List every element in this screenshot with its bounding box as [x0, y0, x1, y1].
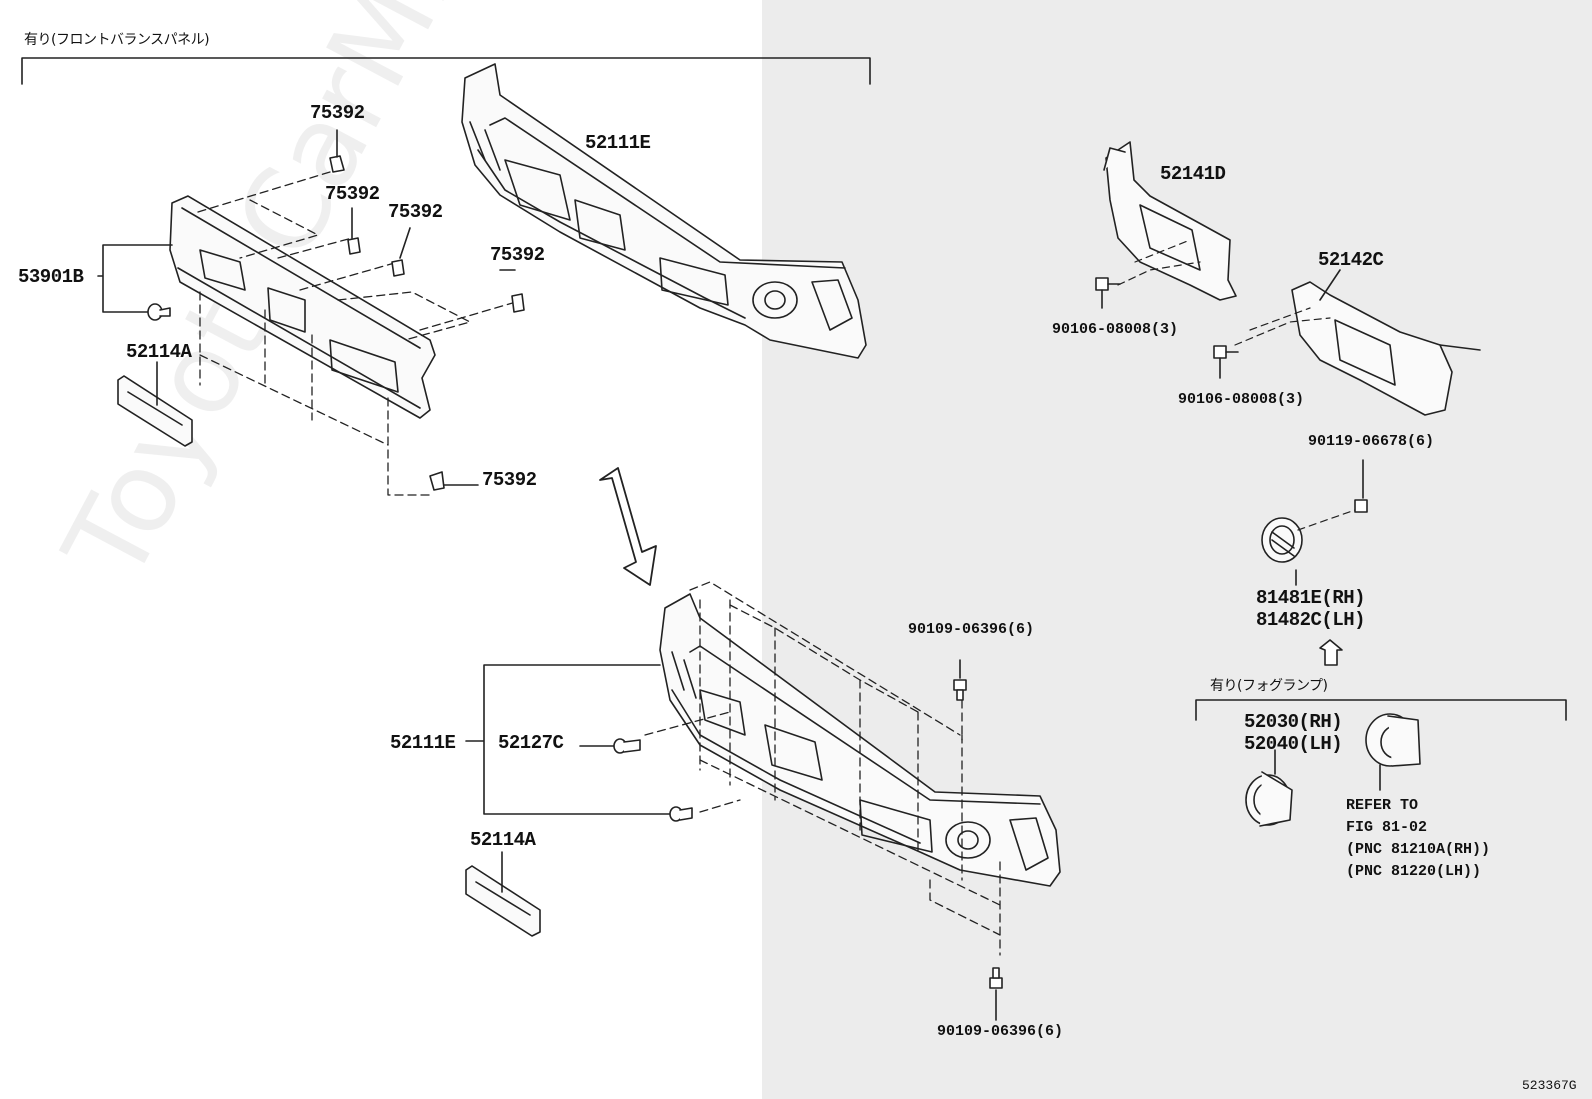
fog-lamp-bezel-ring	[1245, 771, 1293, 827]
screw-panel	[147, 303, 171, 321]
part-label-bolt-retainer-rh[interactable]: 90106-08008(3)	[1178, 391, 1305, 408]
group-bracket-fog-lamp	[1195, 699, 1567, 721]
bumper-cover-top	[461, 63, 867, 359]
part-label-clip-4[interactable]: 75392	[490, 244, 545, 266]
part-label-clip-3[interactable]: 75392	[388, 201, 443, 223]
part-label-fog-lamp-rh[interactable]: 81481E(RH)	[1256, 587, 1366, 609]
part-label-bezel-lh[interactable]: 52040(LH)	[1244, 733, 1343, 755]
diagram-id: 523367G	[1522, 1078, 1577, 1093]
part-label-bolt-retainer-lh[interactable]: 90106-08008(3)	[1052, 321, 1179, 338]
part-label-rivet[interactable]: 52127C	[498, 732, 564, 754]
part-label-clip-5[interactable]: 75392	[482, 469, 537, 491]
part-label-bolt-fog[interactable]: 90119-06678(6)	[1308, 433, 1435, 450]
part-label-retainer-rh[interactable]: 52142C	[1318, 249, 1384, 271]
license-plate-bracket-top	[117, 375, 193, 447]
group-label-fog-lamp: 有り(フォグランプ)	[1210, 678, 1328, 694]
pnc-reference-lh: (PNC 81220(LH))	[1346, 863, 1482, 880]
part-label-bolt-lower[interactable]: 90109-06396(6)	[937, 1023, 1064, 1040]
license-plate-bracket-bottom	[465, 865, 541, 937]
part-label-panel-set[interactable]: 53901B	[18, 266, 84, 288]
fog-lamp-bezel	[1261, 517, 1303, 563]
up-arrow	[1319, 639, 1343, 666]
fog-lamp-unit	[1365, 713, 1421, 767]
rivets	[613, 738, 693, 822]
pnc-reference-rh: (PNC 81210A(RH))	[1346, 841, 1491, 858]
clip-shapes	[329, 155, 525, 491]
retainer-rh	[1291, 281, 1481, 416]
fig-reference-link[interactable]: FIG 81-02	[1346, 819, 1428, 836]
right-background-panel	[762, 0, 1592, 1099]
part-label-bezel-rh[interactable]: 52030(RH)	[1244, 711, 1343, 733]
group-label-balance-panel: 有り(フロントバランスパネル)	[24, 32, 210, 48]
part-label-cover-bottom[interactable]: 52111E	[390, 732, 456, 754]
part-label-cover-top[interactable]: 52111E	[585, 132, 651, 154]
dashed-lines-bottom	[644, 581, 1001, 956]
part-label-bolt-upper[interactable]: 90109-06396(6)	[908, 621, 1035, 638]
retainer-lh	[1103, 141, 1237, 301]
part-label-clip-2[interactable]: 75392	[325, 183, 380, 205]
part-label-retainer-lh[interactable]: 52141D	[1160, 163, 1226, 185]
part-label-plate-top[interactable]: 52114A	[126, 341, 192, 363]
bolts-cover	[953, 679, 1003, 989]
part-label-clip-1[interactable]: 75392	[310, 102, 365, 124]
refer-to-text: REFER TO	[1346, 797, 1419, 814]
balance-panel	[169, 195, 436, 419]
part-label-fog-lamp-lh[interactable]: 81482C(LH)	[1256, 609, 1366, 631]
group-bracket-balance-panel	[21, 57, 871, 85]
dashed-lines-top-left	[197, 171, 517, 496]
down-arrow	[599, 467, 657, 586]
part-label-plate-bottom[interactable]: 52114A	[470, 829, 536, 851]
